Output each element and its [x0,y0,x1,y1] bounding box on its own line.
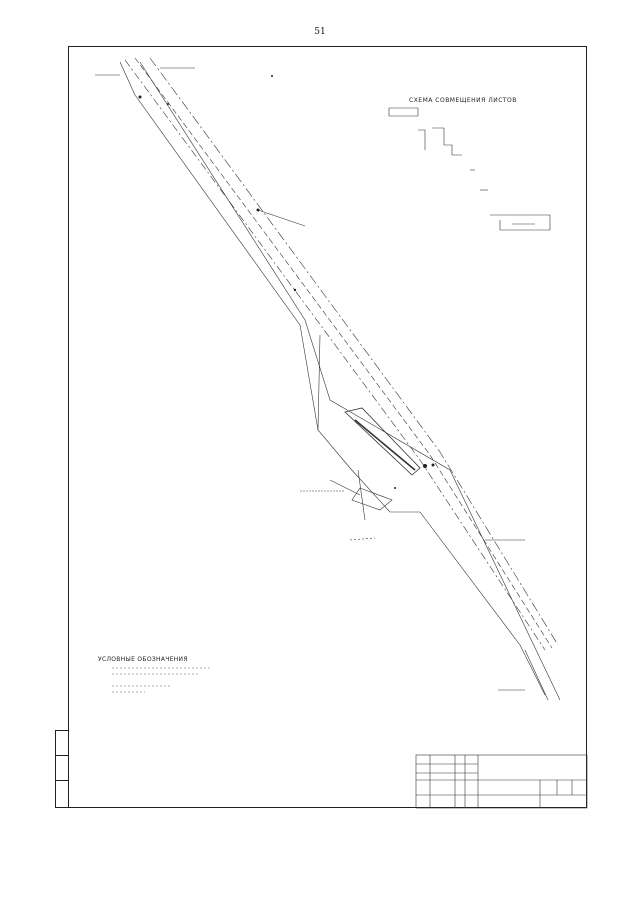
sheet-layout-scheme-title: СХЕМА СОВМЕЩЕНИЯ ЛИСТОВ [409,97,517,104]
drawing-frame [68,46,587,808]
legend-title: УСЛОВНЫЕ ОБОЗНАЧЕНИЯ [98,656,188,663]
title-block-lines [415,754,588,809]
road-edge-dashed-1 [124,59,546,651]
sheet-layout-scheme [388,107,419,117]
boundary-line-right [139,61,561,701]
boundary-line-left [119,61,546,696]
binding-margin-stamp [55,730,69,808]
page-number: 51 [314,27,326,37]
road-axis-line [149,57,559,646]
structure-outline [344,407,421,476]
road-edge-dashed-2 [134,57,553,649]
